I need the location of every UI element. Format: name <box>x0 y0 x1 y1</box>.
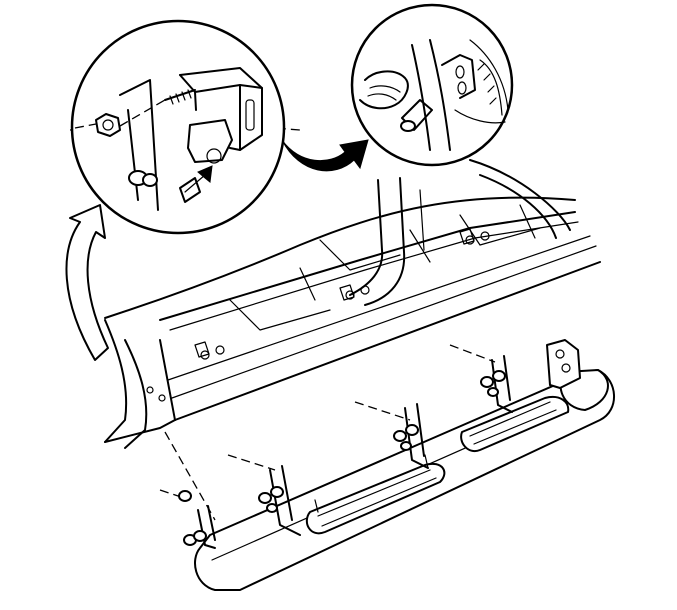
nut-icon <box>178 490 192 502</box>
mounting-bracket <box>258 465 301 536</box>
mounting-bracket <box>178 490 216 549</box>
curved-arrow-icon <box>65 204 109 361</box>
fastener-detail <box>350 3 514 167</box>
bracket-detail <box>70 19 286 235</box>
curved-arrow-icon <box>281 139 369 172</box>
step-pad-front <box>305 454 446 535</box>
mounting-bracket <box>480 355 513 413</box>
nut-icon <box>95 113 121 137</box>
vehicle-rocker-panel <box>104 159 601 449</box>
mounting-bracket <box>393 403 429 469</box>
step-pad-rear <box>460 396 570 453</box>
bolt-icon <box>128 170 158 187</box>
